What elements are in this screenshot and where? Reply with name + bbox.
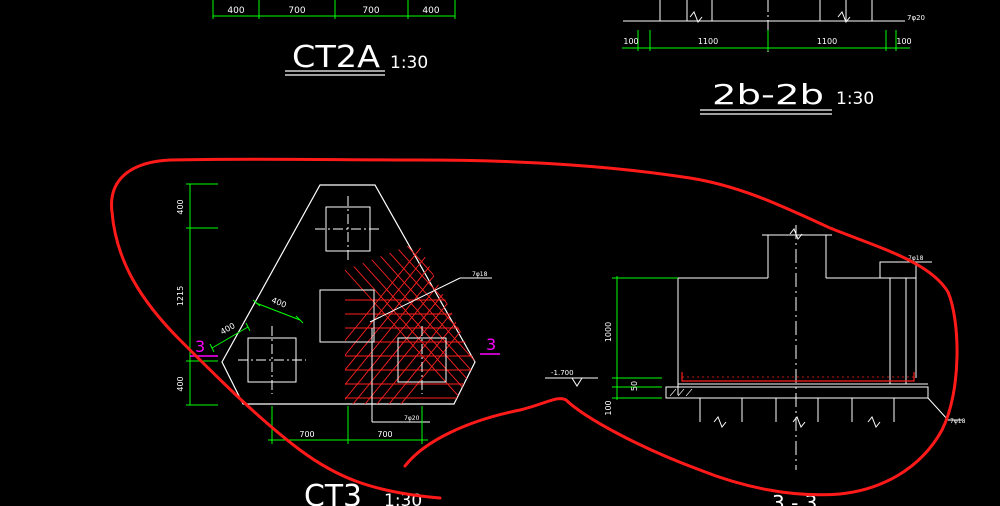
ct3-title: CT3 — [304, 479, 362, 506]
section-2b-dim-4: 100 — [896, 37, 911, 46]
section-2b-rebar-note: 7φ20 — [907, 14, 925, 22]
ct3-rebar-hatch — [345, 242, 475, 404]
column-center — [319, 289, 375, 343]
ct3-piles — [238, 196, 447, 423]
ct2a-dim-1: 400 — [227, 6, 244, 16]
section-2b-scale: 1:30 — [836, 89, 874, 109]
ct3-rebar-note-bottom: 7φ20 — [404, 415, 420, 422]
section-3-3-dim-cover: 50 — [630, 381, 639, 391]
ct3-bottom-dimension-line — [268, 406, 428, 444]
section-2b-dim-1: 100 — [623, 37, 638, 46]
ct3-leader-line — [369, 277, 461, 323]
ct2a-dim-4: 400 — [422, 6, 439, 16]
section-3-3-dim-height: 1000 — [604, 322, 613, 342]
section-3-3-rebar-note-right: 7φ18 — [950, 418, 966, 425]
section-3-3-rebar-note-top: 7φ18 — [908, 255, 924, 262]
ct2a-dim-3: 700 — [362, 6, 379, 16]
ct3-left-dim-1: 400 — [176, 199, 185, 214]
ct3-section-mark-right: 3 — [486, 335, 496, 354]
section-3-3-blinding-hatch — [669, 388, 693, 397]
ct3-plan: 400 1215 400 — [176, 183, 500, 506]
ct2a-dim-2: 700 — [288, 6, 305, 16]
ct3-left-dim-3: 400 — [176, 376, 185, 391]
ct3-bottom-dim-2: 700 — [377, 430, 392, 439]
section-3-3-elevation: -1.700 — [551, 369, 574, 377]
section-3-3-bottom-rebar — [681, 372, 915, 382]
ct3-left-dim-2: 1215 — [176, 286, 185, 306]
ct2a-scale: 1:30 — [390, 53, 428, 73]
section-2b-dim-2: 1100 — [698, 37, 718, 46]
section-2b-title: 2b-2b — [712, 78, 824, 111]
ct3-diag-dim-2: 400 — [219, 321, 237, 336]
section-3-3: 1000 50 100 -1.700 7φ18 7φ18 3 - 3 — [545, 225, 966, 506]
section-2b-dim-3: 1100 — [817, 37, 837, 46]
ct3-pile-cap-outline — [221, 184, 476, 405]
ct3-diag-dim-1: 400 — [270, 296, 288, 310]
section-2b-dimension-line — [622, 30, 910, 51]
ct3-left-dimension-line — [186, 183, 218, 406]
section-2b-block: 7φ20 100 1100 1100 100 2b-2b 1:30 — [622, 0, 925, 115]
ct3-diagonal-dimensions — [209, 299, 304, 353]
section-3-3-dimension-line — [612, 276, 678, 400]
ct3-section-mark-left: 3 — [195, 337, 205, 356]
section-3-3-outline — [665, 225, 962, 470]
ct3-rebar-note-top: 7φ18 — [472, 271, 488, 278]
elevation-triangle-icon — [571, 377, 583, 387]
ct2a-title: CT2A — [292, 40, 381, 75]
ct2a-title-block: 400 700 700 400 CT2A 1:30 — [212, 0, 456, 76]
red-markup-outline — [110, 157, 959, 500]
ct2a-dimension-line — [212, 0, 456, 19]
section-3-3-dim-bed: 100 — [604, 400, 613, 415]
ct3-bottom-dim-1: 700 — [299, 430, 314, 439]
section-2b-outline — [623, 0, 905, 55]
